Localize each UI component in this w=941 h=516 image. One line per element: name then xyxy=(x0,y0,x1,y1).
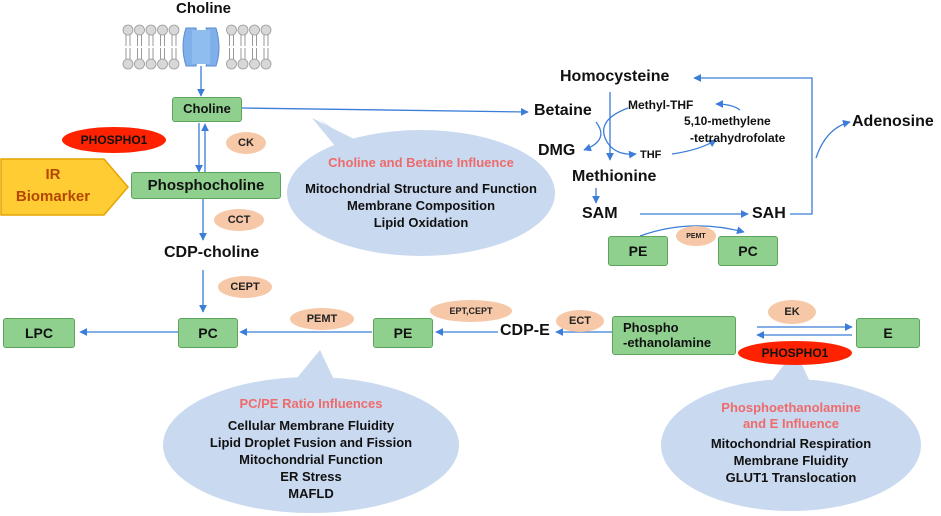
methylene-line-1: 5,10-methylene xyxy=(684,114,771,128)
choline-extracellular-label: Choline xyxy=(176,0,231,17)
pc-box: PC xyxy=(178,318,238,348)
arrow-thf-to-methylene xyxy=(671,139,717,155)
phosphoethanolamine-line-1: Phospho xyxy=(623,319,679,335)
ck-enzyme: CK xyxy=(226,132,266,154)
arrow-methylene-to-methylthf xyxy=(715,100,741,111)
methyl-thf-label: Methyl-THF xyxy=(628,98,694,112)
e-box: E xyxy=(856,318,920,348)
dmg-label: DMG xyxy=(538,142,576,159)
arrow-sah-to-homocysteine xyxy=(693,74,813,215)
pe-box: PE xyxy=(373,318,433,348)
bubble-choline-betaine: Choline and Betaine Influence Mitochondr… xyxy=(287,154,555,231)
adenosine-label: Adenosine xyxy=(852,113,934,130)
bubble-pc-pe: PC/PE Ratio Influences Cellular Membrane… xyxy=(163,395,459,502)
methionine-label: Methionine xyxy=(572,168,657,185)
bubble-pc-pe-line: ER Stress xyxy=(280,469,342,484)
bubble-phosphoethanolamine-shape xyxy=(661,350,921,511)
phosphoethanolamine-line-2: -ethanolamine xyxy=(623,334,712,350)
arrow-methylthf-to-thf xyxy=(602,107,637,159)
bubble-pc-pe-title: PC/PE Ratio Influences xyxy=(239,396,383,411)
bubble-pc-pe-line: Lipid Droplet Fusion and Fission xyxy=(209,435,413,450)
sah-label: SAH xyxy=(752,205,786,222)
ek-enzyme: EK xyxy=(768,300,816,324)
pemt-enzyme-right: PEMT xyxy=(676,226,716,246)
phospho1-enzyme-bottom: PHOSPHO1 xyxy=(738,341,852,365)
bubble-phosphoethanolamine: Phosphoethanolamine and E Influence Mito… xyxy=(661,400,921,486)
pe-right-box: PE xyxy=(608,236,668,266)
pc-right-box: PC xyxy=(718,236,778,266)
methylene-line-2: -tetrahydrofolate xyxy=(690,131,786,145)
phospho1-enzyme-top: PHOSPHO1 xyxy=(62,127,166,153)
bubble-pea-title-1: Phosphoethanolamine xyxy=(721,400,861,415)
cdp-e-label: CDP-E xyxy=(500,322,550,339)
arrow-choline-to-betaine xyxy=(241,107,529,116)
phosphocholine-box: Phosphocholine xyxy=(131,172,281,199)
bubble-pc-pe-line: Mitochondrial Function xyxy=(239,452,383,467)
ir-biomarker-line-1: IR xyxy=(45,166,61,183)
ir-biomarker-line-2: Biomarker xyxy=(15,188,91,205)
phosphoethanolamine-box: Phospho -ethanolamine xyxy=(612,316,736,355)
cct-enzyme: CCT xyxy=(214,209,264,231)
ept-cept-enzyme: EPT,CEPT xyxy=(430,300,512,322)
arrow-sah-to-adenosine xyxy=(815,119,851,159)
ir-biomarker-badge: IR Biomarker xyxy=(0,158,130,216)
lipid-bilayer-icon xyxy=(122,24,272,70)
bubble-choline-betaine-line: Membrane Composition xyxy=(346,198,496,213)
betaine-label: Betaine xyxy=(534,102,592,119)
bubble-choline-betaine-line: Mitochondrial Structure and Function xyxy=(305,181,537,196)
bubble-choline-betaine-shape xyxy=(287,118,555,256)
homocysteine-label: Homocysteine xyxy=(560,68,670,85)
pemt-enzyme-lower: PEMT xyxy=(290,308,354,330)
ect-enzyme: ECT xyxy=(556,310,604,332)
thf-label: THF xyxy=(640,149,662,161)
cept-enzyme: CEPT xyxy=(218,276,272,298)
arrow-betaine-to-dmg xyxy=(583,121,602,152)
bubble-pc-pe-line: MAFLD xyxy=(288,486,334,501)
bubble-choline-betaine-line: Lipid Oxidation xyxy=(373,215,469,230)
lpc-box: LPC xyxy=(3,318,75,348)
choline-box: Choline xyxy=(172,97,242,122)
bubble-pea-line: Membrane Fluidity xyxy=(733,453,849,468)
bubble-pea-line: GLUT1 Translocation xyxy=(725,470,857,485)
bubble-pea-title-2: and E Influence xyxy=(742,416,840,431)
cdp-choline-label: CDP-choline xyxy=(164,244,260,261)
sam-label: SAM xyxy=(582,205,618,222)
bubble-choline-betaine-title: Choline and Betaine Influence xyxy=(328,155,514,170)
bubble-pc-pe-shape xyxy=(163,350,459,513)
bubble-pea-line: Mitochondrial Respiration xyxy=(710,436,872,451)
bubble-pc-pe-line: Cellular Membrane Fluidity xyxy=(227,418,395,433)
